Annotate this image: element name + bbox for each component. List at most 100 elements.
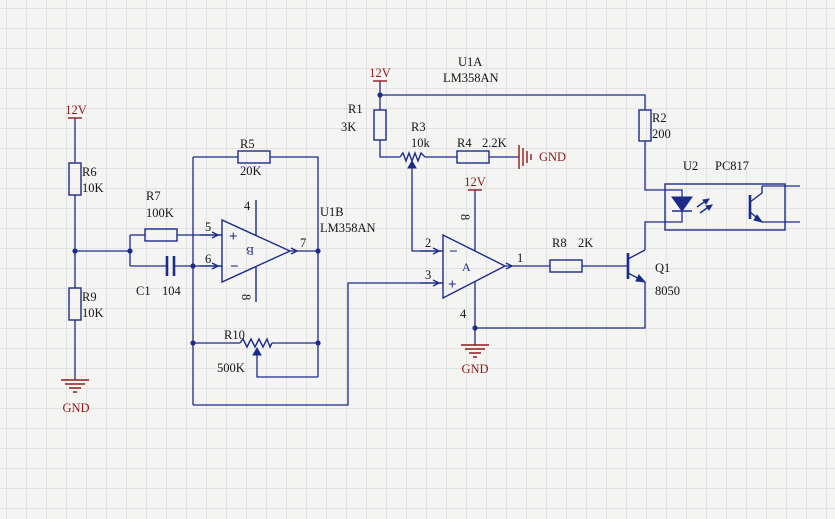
u1b-part: LM358AN bbox=[320, 221, 376, 235]
wire-r10-wiper bbox=[256, 354, 318, 378]
r3-designator: R3 bbox=[411, 120, 426, 134]
junctions bbox=[72, 92, 478, 346]
power-port-12v-u1a[interactable]: 12V bbox=[464, 175, 486, 191]
resistor-r6[interactable]: R6 10K bbox=[68, 162, 104, 196]
ground-label: GND bbox=[539, 150, 566, 164]
light-arrow-head bbox=[702, 198, 710, 205]
capacitor-c1[interactable]: C1 104 bbox=[136, 256, 182, 298]
resistor-icon bbox=[549, 259, 583, 273]
non-inverting-sign: + bbox=[229, 229, 238, 245]
pin-number: 6 bbox=[205, 252, 211, 266]
resistor-r8[interactable]: R8 2K bbox=[549, 236, 593, 273]
resistor-icon bbox=[373, 109, 387, 141]
resistor-r5[interactable]: R5 20K bbox=[237, 137, 271, 178]
ground-port-u1a[interactable]: GND bbox=[461, 344, 489, 376]
op-amp-icon bbox=[221, 218, 292, 284]
ground-label: GND bbox=[461, 362, 488, 376]
power-port-12v-left[interactable]: 12V bbox=[65, 103, 87, 119]
pin-number: 7 bbox=[300, 236, 306, 250]
ground-icon bbox=[61, 379, 89, 393]
led-icon bbox=[671, 196, 693, 212]
wire-r3-wiper-to-pin2 bbox=[411, 167, 420, 252]
wire-r1-to-r3 bbox=[379, 140, 400, 158]
junction-dot bbox=[190, 263, 196, 269]
resistor-icon bbox=[144, 228, 178, 242]
c1-value: 104 bbox=[162, 284, 182, 298]
emitter-arrow-icon bbox=[635, 274, 647, 283]
wire-12v-to-r2 bbox=[380, 94, 646, 110]
emitter-arrow-icon bbox=[753, 214, 764, 223]
r4-value: 2.2K bbox=[482, 136, 507, 150]
r6-designator: R6 bbox=[82, 165, 97, 179]
potentiometer-r10[interactable]: R10 500K bbox=[217, 328, 273, 375]
output-arrow-icon bbox=[290, 247, 299, 255]
ground-label: GND bbox=[62, 401, 89, 415]
transistor-q1[interactable]: Q1 8050 bbox=[626, 249, 680, 298]
op-amp-u1b[interactable]: + − B 5 6 7 4 8 U1B LM358AN bbox=[200, 199, 376, 302]
r2-value: 200 bbox=[652, 127, 671, 141]
u1a-designator: U1A bbox=[458, 55, 482, 69]
resistor-icon bbox=[237, 150, 271, 164]
npn-transistor-icon bbox=[627, 249, 646, 283]
junction-dot bbox=[315, 340, 321, 346]
resistor-icon bbox=[638, 109, 652, 142]
potentiometer-icon bbox=[399, 151, 426, 163]
optocoupler-u2[interactable]: U2 PC817 bbox=[664, 159, 786, 231]
junction-dot bbox=[127, 248, 133, 254]
r4-designator: R4 bbox=[457, 136, 472, 150]
junction-dot bbox=[315, 248, 321, 254]
r9-designator: R9 bbox=[82, 290, 97, 304]
r10-designator: R10 bbox=[224, 328, 245, 342]
pin-number: 4 bbox=[244, 199, 251, 213]
wiper-arrow-icon bbox=[407, 159, 417, 169]
u1b-designator: U1B bbox=[320, 205, 344, 219]
q1-designator: Q1 bbox=[655, 261, 670, 275]
ground-port-left[interactable]: GND bbox=[61, 379, 90, 415]
wire-q1-emitter-to-gnd bbox=[475, 282, 646, 329]
power-label: 12V bbox=[464, 175, 486, 189]
r6-value: 10K bbox=[82, 181, 104, 195]
potentiometer-icon bbox=[239, 337, 273, 349]
resistor-r4[interactable]: R4 2.2K bbox=[456, 136, 507, 164]
resistor-r2[interactable]: R2 200 bbox=[638, 109, 671, 142]
resistor-icon bbox=[456, 150, 490, 164]
r5-designator: R5 bbox=[240, 137, 255, 151]
r1-value: 3K bbox=[341, 120, 356, 134]
pin-lines bbox=[200, 200, 257, 302]
r8-value: 2K bbox=[578, 236, 593, 250]
r2-designator: R2 bbox=[652, 111, 667, 125]
power-label: 12V bbox=[65, 103, 87, 117]
wire-r5-to-output bbox=[270, 156, 319, 377]
output-arrow-icon bbox=[505, 262, 514, 270]
junction-dot bbox=[472, 325, 478, 331]
potentiometer-r3[interactable]: R3 10k bbox=[399, 120, 431, 169]
r3-value: 10k bbox=[411, 136, 431, 150]
input-arrow-icon bbox=[211, 231, 220, 270]
r8-designator: R8 bbox=[552, 236, 567, 250]
op-amp-u1a[interactable]: − + A 2 3 1 8 4 U1A LM358AN bbox=[420, 55, 523, 321]
inverting-sign: − bbox=[230, 259, 239, 275]
junction-dot bbox=[72, 248, 78, 254]
op-amp-icon bbox=[442, 233, 507, 300]
resistor-r7[interactable]: R7 100K bbox=[144, 189, 178, 242]
ground-port-r4[interactable]: GND bbox=[518, 145, 566, 169]
u2-designator: U2 bbox=[683, 159, 698, 173]
ground-icon bbox=[461, 344, 489, 358]
power-label: 12V bbox=[369, 66, 391, 80]
pin-number: 2 bbox=[425, 236, 431, 250]
pin-number: 8 bbox=[458, 214, 472, 220]
power-port-12v-top[interactable]: 12V bbox=[369, 66, 391, 82]
r7-value: 100K bbox=[146, 206, 174, 220]
junction-dot bbox=[190, 340, 196, 346]
junction-dot bbox=[377, 92, 383, 98]
wire-led-to-q1-collector bbox=[644, 211, 683, 250]
input-arrow-icon bbox=[432, 247, 441, 287]
unit-letter: B bbox=[246, 244, 254, 258]
non-inverting-sign: + bbox=[448, 277, 457, 293]
resistor-r9[interactable]: R9 10K bbox=[68, 287, 104, 321]
r1-designator: R1 bbox=[348, 102, 363, 116]
r10-value: 500K bbox=[217, 361, 245, 375]
wires bbox=[74, 81, 800, 406]
resistor-r1[interactable]: R1 3K bbox=[341, 102, 387, 141]
